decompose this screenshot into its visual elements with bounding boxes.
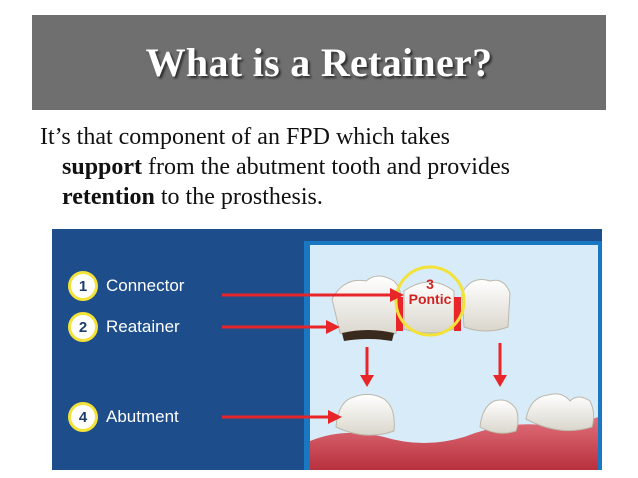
arrow-retainer-head (326, 320, 340, 334)
abutment-tooth-left (335, 393, 395, 436)
body-line-2-text: from the abutment tooth and provides (142, 154, 510, 180)
down-arrow-right-head (493, 375, 507, 387)
body-line-3-text: to the prosthesis. (154, 184, 323, 210)
arrow-connector-head (390, 288, 404, 302)
legend-item-retainer: 2 Reatainer (68, 312, 180, 342)
pointer-arrows (222, 288, 404, 424)
tooth-illustration (310, 245, 598, 470)
slide-title: What is a Retainer? (145, 40, 493, 85)
body-line-1: It’s that component of an FPD which take… (40, 122, 620, 152)
legend-item-abutment: 4 Abutment (68, 402, 179, 432)
retainer-preparation-left (342, 330, 394, 341)
body-line-1-text: It’s that component of an FPD which take… (40, 124, 450, 150)
neighbor-molar (525, 393, 595, 432)
legend-label-connector: Connector (106, 276, 185, 295)
pontic-text: Pontic (408, 291, 452, 307)
legend-item-connector: 1 Connector (68, 271, 184, 301)
body-line-3: retention to the prosthesis. (40, 182, 620, 212)
arrow-abutment-head (328, 410, 342, 424)
support-term: support (62, 154, 143, 180)
retention-term: retention (62, 184, 155, 210)
abutment-tooth-right (479, 399, 519, 434)
pontic-highlight-circle (394, 265, 466, 337)
legend-number-1: 1 (68, 271, 98, 301)
title-bar: What is a Retainer? (32, 15, 606, 110)
down-arrow-left-head (360, 375, 374, 387)
retainer-crown-right (461, 279, 511, 332)
legend-label-retainer: Reatainer (106, 317, 180, 336)
legend-number-2: 2 (68, 312, 98, 342)
pontic-number: 3 (426, 276, 434, 292)
body-line-2: support from the abutment tooth and prov… (40, 152, 620, 182)
gum-tissue (310, 417, 598, 470)
legend-number-4: 4 (68, 402, 98, 432)
tooth-illustration-panel: 3 Pontic (304, 241, 602, 470)
body-text: It’s that component of an FPD which take… (40, 122, 620, 212)
pontic-label: 3 Pontic (404, 277, 456, 307)
legend-label-abutment: Abutment (106, 407, 179, 426)
connector-right (454, 297, 461, 331)
fpd-diagram: 1 Connector 2 Reatainer 4 Abutment (52, 229, 602, 470)
